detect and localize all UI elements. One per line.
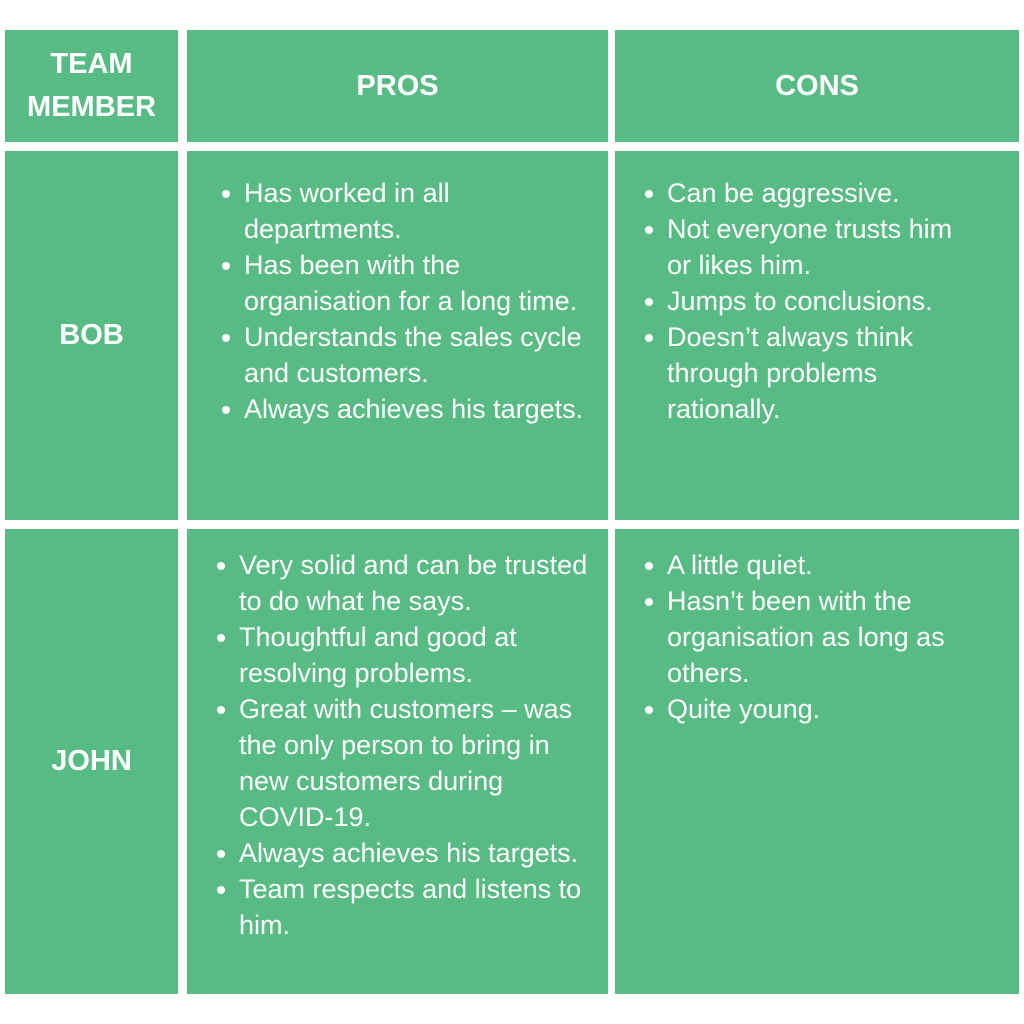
list-item: Has been with the organisation for a lon… bbox=[222, 247, 596, 319]
list-item: Great with customers – was the only pers… bbox=[217, 691, 602, 835]
row-john-name-cell: JOHN bbox=[5, 529, 178, 994]
row-john-pros-list: Very solid and can be trusted to do what… bbox=[217, 547, 602, 943]
list-item: Understands the sales cycle and customer… bbox=[222, 319, 596, 391]
row-bob-cons-cell: Can be aggressive. Not everyone trusts h… bbox=[615, 151, 1019, 520]
list-item: Always achieves his targets. bbox=[222, 391, 596, 427]
list-item: Has worked in all departments. bbox=[222, 175, 596, 247]
header-cons-label: CONS bbox=[775, 69, 859, 102]
header-team-member-label: TEAM MEMBER bbox=[27, 48, 156, 123]
list-item: Thoughtful and good at resolving problem… bbox=[217, 619, 602, 691]
list-item: Not everyone trusts him or likes him. bbox=[645, 211, 979, 283]
row-john-cons-list: A little quiet. Hasn’t been with the org… bbox=[645, 547, 979, 727]
header-cons-cell: CONS bbox=[615, 30, 1019, 142]
list-item: Very solid and can be trusted to do what… bbox=[217, 547, 602, 619]
header-team-member-cell: TEAM MEMBER bbox=[5, 30, 178, 142]
list-item: Jumps to conclusions. bbox=[645, 283, 979, 319]
row-bob-name: BOB bbox=[59, 319, 124, 351]
list-item: Quite young. bbox=[645, 691, 979, 727]
header-pros-label: PROS bbox=[356, 69, 439, 102]
row-bob-pros-list: Has worked in all departments. Has been … bbox=[222, 175, 596, 427]
list-item: Always achieves his targets. bbox=[217, 835, 602, 871]
row-john-cons-cell: A little quiet. Hasn’t been with the org… bbox=[615, 529, 1019, 994]
list-item: A little quiet. bbox=[645, 547, 979, 583]
list-item: Hasn’t been with the organisation as lon… bbox=[645, 583, 979, 691]
list-item: Can be aggressive. bbox=[645, 175, 979, 211]
list-item: Doesn’t always think through problems ra… bbox=[645, 319, 979, 427]
row-bob-name-cell: BOB bbox=[5, 151, 178, 520]
row-john-name: JOHN bbox=[51, 745, 132, 777]
row-bob-pros-cell: Has worked in all departments. Has been … bbox=[187, 151, 608, 520]
list-item: Team respects and listens to him. bbox=[217, 871, 602, 943]
row-bob-cons-list: Can be aggressive. Not everyone trusts h… bbox=[645, 175, 979, 427]
header-pros-cell: PROS bbox=[187, 30, 608, 142]
row-john-pros-cell: Very solid and can be trusted to do what… bbox=[187, 529, 608, 994]
